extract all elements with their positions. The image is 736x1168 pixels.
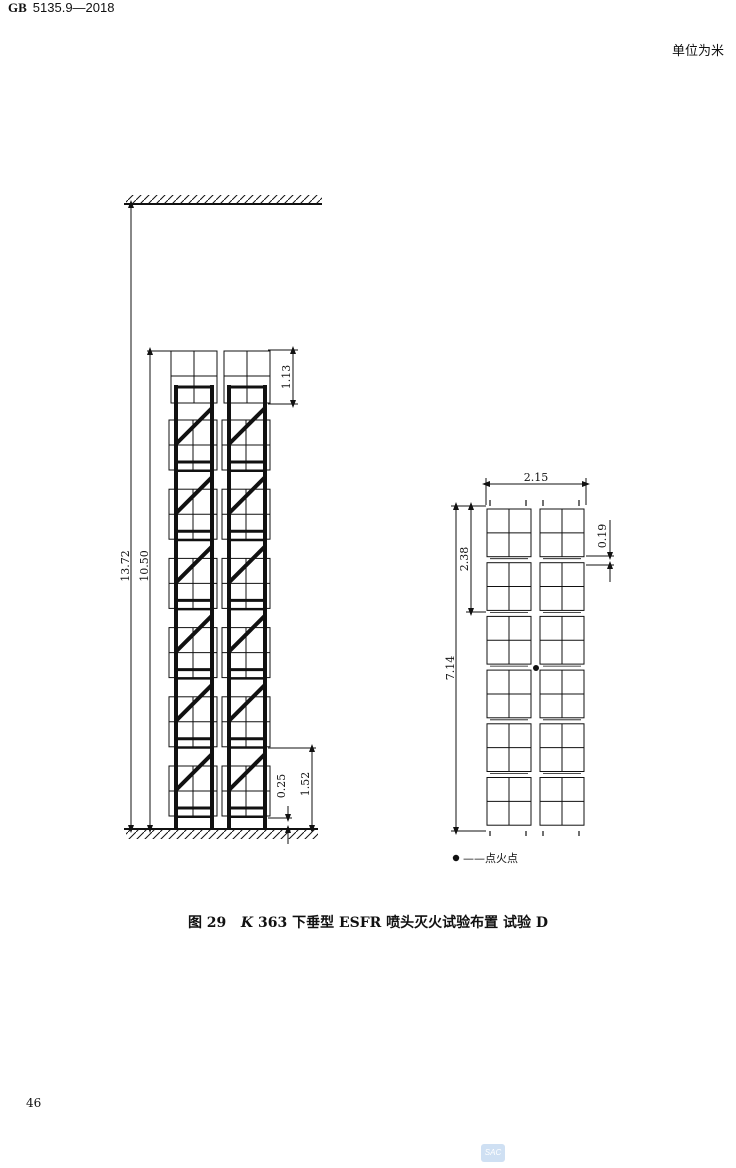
- rack-diagonal-brace: [227, 683, 267, 723]
- floor: [124, 828, 318, 839]
- dim-storage-height-label: 10.50: [138, 550, 151, 582]
- dim-bottom-clearance: 0.25: [268, 774, 292, 844]
- dim-storage-height: 10.50: [138, 347, 172, 833]
- rack-diagonal-brace: [227, 475, 267, 515]
- dim-top-tier: 1.13: [268, 346, 298, 408]
- rack-diagonal-brace: [174, 406, 214, 446]
- dim-width-label: 2.15: [524, 471, 549, 484]
- dim-total-height: 13.72: [119, 200, 134, 833]
- dim-bottom-tier-label: 1.52: [299, 772, 312, 797]
- rack-diagonal-brace: [227, 406, 267, 446]
- dim-width: 2.15: [482, 471, 590, 505]
- sac-logo: SAC: [481, 1144, 505, 1162]
- dim-gap-label: 0.19: [596, 524, 609, 549]
- dim-total-height-label: 13.72: [119, 550, 132, 582]
- rack-diagonal-brace: [227, 544, 267, 584]
- rack-diagonal-brace: [174, 614, 214, 654]
- standard-number: 5135.9—2018: [32, 0, 115, 15]
- legend-ignition-icon: [452, 854, 460, 862]
- ceiling: [124, 195, 322, 205]
- rack-diagonal-brace: [174, 752, 214, 792]
- standard-prefix: GB: [8, 0, 27, 15]
- unit-note: 单位为米: [671, 44, 724, 59]
- rack-diagonal-brace: [227, 752, 267, 792]
- rack-diagonal-brace: [174, 683, 214, 723]
- figure-caption: 图 29 K 363 下垂型 ESFR 喷头灭火试验布置 试验 D: [0, 912, 736, 932]
- legend: ——点火点: [452, 852, 518, 865]
- page-number: 46: [26, 1096, 42, 1110]
- dim-bottom-tier: 1.52: [268, 744, 316, 833]
- dim-bottom-clearance-label: 0.25: [275, 774, 288, 799]
- plan-pallets: [486, 500, 585, 836]
- elevation-view: 13.72 10.50 1.13 1.52 0.25: [119, 195, 322, 844]
- figure-number: 图 29: [187, 915, 227, 931]
- dim-top-tier-label: 1.13: [280, 365, 293, 390]
- legend-text: ——点火点: [463, 852, 518, 865]
- rack-diagonal-brace: [227, 614, 267, 654]
- figure-title: 363 下垂型 ESFR 喷头灭火试验布置 试验 D: [253, 915, 549, 931]
- dim-gap: 0.19: [586, 520, 614, 582]
- plan-view: 2.15 7.14 2.38 0.19 ——点火点: [444, 471, 614, 865]
- dim-length-label: 7.14: [444, 656, 457, 681]
- rack-structure: [168, 350, 271, 829]
- rack-diagonal-brace: [174, 475, 214, 515]
- dim-length: 7.14: [444, 502, 486, 835]
- dim-module: 2.38: [458, 502, 486, 616]
- dim-module-label: 2.38: [458, 547, 471, 572]
- k-factor-symbol: K: [240, 915, 254, 931]
- document-header: GB 5135.9—2018: [8, 0, 114, 16]
- ignition-point-marker: [533, 665, 539, 671]
- rack-diagonal-brace: [174, 544, 214, 584]
